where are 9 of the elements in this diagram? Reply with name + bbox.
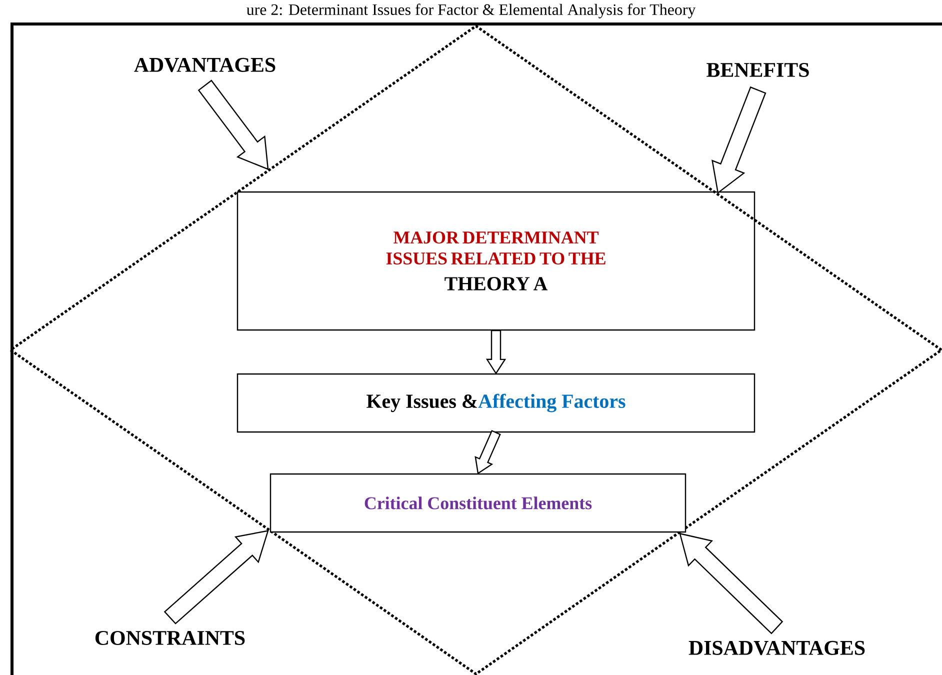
heading-label: BENEFITS xyxy=(706,62,809,78)
process-box: Critical Constituent Elements xyxy=(270,473,686,533)
process-box: Key Issues &Affecting Factors xyxy=(236,373,756,433)
heading-label: ADVANTAGES xyxy=(134,58,276,72)
heading-label: DISADVANTAGES xyxy=(688,640,865,656)
process-box: MAJOR DETERMINANT ISSUES RELATED TO THE THEORY A xyxy=(236,191,756,331)
title: ure 2: Determinant Issues for Factor & Elemental Analysis for Theory xyxy=(246,4,696,18)
heading-label: CONSTRAINTS xyxy=(95,630,245,645)
block-arrow xyxy=(486,330,506,374)
